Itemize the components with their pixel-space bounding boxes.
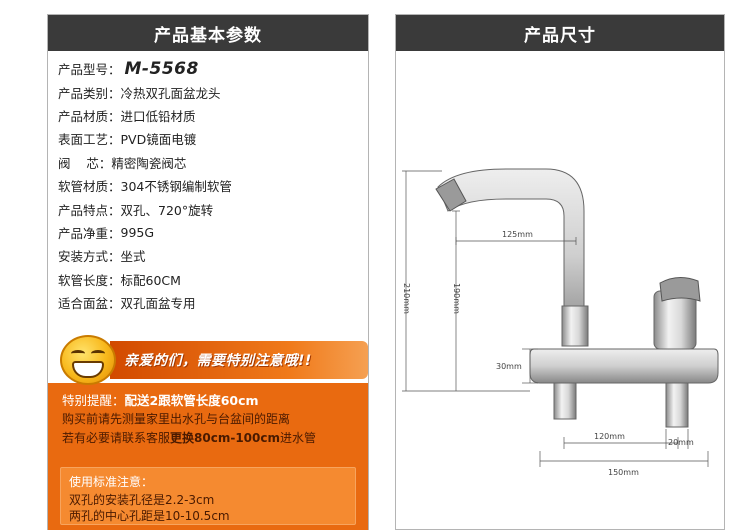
spec-value: 进口低铅材质 — [120, 108, 196, 124]
spec-label: 软管长度： — [58, 272, 121, 288]
contact-bold: 更换80cm-100cm — [170, 431, 280, 445]
spec-label: 适合面盆： — [58, 296, 121, 312]
faucet-dimension-diagram: 125mm 210mm 190mm 30mm 120mm 20mm 150mm — [402, 168, 719, 477]
notice-body: 特别提醒：配送2跟软管长度60cm 购买前请先测量家里出水孔与台盆间的距离 若有… — [62, 389, 362, 448]
spec-row-weight: 产品净重： 995G — [58, 221, 362, 244]
banner-strip: 亲爱的们，需要特别注意哦!! — [110, 341, 368, 379]
spec-label: 软管材质： — [58, 179, 121, 195]
spec-label: 产品特点： — [58, 202, 121, 218]
spec-value: 304不锈钢编制软管 — [120, 179, 232, 195]
spec-row-finish: 表面工艺： PVD镜面电镀 — [58, 127, 362, 150]
contact-line: 若有必要请联系客服更换80cm-100cm进水管 — [62, 429, 362, 448]
spec-value: PVD镜面电镀 — [120, 132, 197, 148]
spec-value: 标配60CM — [120, 272, 181, 288]
contact-prefix: 若有必要请联系客服 — [62, 431, 171, 445]
spec-label: 产品材质： — [58, 108, 121, 124]
notice-section: 亲爱的们，需要特别注意哦!! 特别提醒：配送2跟软管长度60cm 购买前请先测量… — [48, 335, 368, 530]
spec-row-hose-material: 软管材质： 304不锈钢编制软管 — [58, 174, 362, 197]
spec-row-valve: 阀 芯： 精密陶瓷阀芯 — [58, 151, 362, 174]
usage-title: 使用标准注意： — [69, 475, 154, 489]
usage-item: 双孔的安装孔径是2.2-3cm — [69, 493, 215, 507]
spec-row-category: 产品类别： 冷热双孔面盆龙头 — [58, 80, 362, 103]
spec-value: 坐式 — [120, 249, 146, 265]
dim-hole-spacing: 120mm — [594, 432, 625, 441]
spec-value: 冷热双孔面盆龙头 — [120, 85, 221, 101]
usage-standards-box: 使用标准注意： 双孔的安装孔径是2.2-3cm 两孔的中心孔距是10-10.5c… — [60, 467, 356, 525]
contact-suffix: 进水管 — [279, 431, 316, 445]
dim-pipe-diameter: 20mm — [668, 438, 694, 447]
smiley-face-icon — [60, 335, 116, 385]
reminder-label: 特别提醒： — [62, 393, 125, 408]
spec-label: 阀 芯： — [58, 155, 112, 171]
dimension-lines — [402, 170, 709, 467]
parameters-title: 产品基本参数 — [48, 15, 368, 51]
spec-value: 双孔、720°旋转 — [120, 202, 214, 218]
spec-value: 双孔面盆专用 — [120, 296, 196, 312]
spec-row-model: 产品型号： M-5568 — [58, 57, 362, 80]
dimensions-title: 产品尺寸 — [396, 15, 724, 51]
spec-row-material: 产品材质： 进口低铅材质 — [58, 104, 362, 127]
spec-row-installation: 安装方式： 坐式 — [58, 244, 362, 267]
spec-label: 产品净重： — [58, 225, 121, 241]
dim-base-width: 150mm — [608, 468, 639, 477]
spec-list: 产品型号： M-5568 产品类别： 冷热双孔面盆龙头 产品材质： 进口低铅材质… — [58, 57, 362, 314]
measure-line: 购买前请先测量家里出水孔与台盆间的距离 — [62, 412, 291, 426]
dim-spout-height: 190mm — [452, 283, 461, 314]
model-number: M-5568 — [124, 58, 199, 79]
spec-value: 精密陶瓷阀芯 — [111, 155, 187, 171]
banner-text: 亲爱的们，需要特别注意哦!! — [124, 353, 312, 369]
faucet-drawing — [435, 168, 719, 428]
dim-spout-reach: 125mm — [502, 230, 533, 239]
spec-row-features: 产品特点： 双孔、720°旋转 — [58, 197, 362, 220]
notice-banner: 亲爱的们，需要特别注意哦!! — [48, 335, 368, 385]
spec-row-basin: 适合面盆： 双孔面盆专用 — [58, 291, 362, 314]
spec-label: 安装方式： — [58, 249, 121, 265]
dim-base-height: 30mm — [496, 362, 522, 371]
product-parameters-panel: 产品基本参数 产品型号： M-5568 产品类别： 冷热双孔面盆龙头 产品材质：… — [47, 14, 369, 530]
spec-label: 产品型号： — [58, 62, 121, 78]
product-dimensions-panel: 产品尺寸 — [395, 14, 725, 530]
spec-value: 995G — [120, 224, 155, 240]
dim-total-height: 210mm — [402, 283, 411, 314]
reminder-text: 配送2跟软管长度60cm — [124, 393, 259, 408]
spec-row-hose-length: 软管长度： 标配60CM — [58, 268, 362, 291]
usage-item: 两孔的中心孔距是10-10.5cm — [69, 509, 230, 523]
spec-label: 产品类别： — [58, 85, 121, 101]
reminder-line: 特别提醒：配送2跟软管长度60cm — [62, 391, 362, 410]
spec-label: 表面工艺： — [58, 132, 121, 148]
